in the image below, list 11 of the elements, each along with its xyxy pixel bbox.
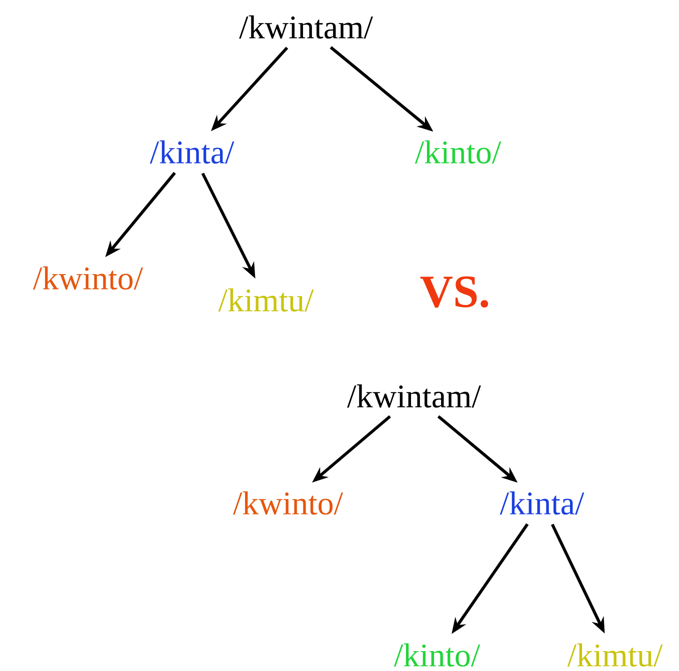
word-label: /kwinto/ [233,491,344,515]
word-label: /kwintam/ [239,15,373,39]
word-label: /kinta/ [500,491,584,515]
word-label: /kwintam/ [347,384,481,408]
word-label: /kimtu/ [567,643,663,667]
word-label: /kinta/ [150,140,234,164]
word-label: /kimtu/ [218,288,314,312]
vs-label: VS. [420,276,488,308]
word-label: /kwinto/ [33,266,144,290]
word-label: /kinto/ [394,643,480,667]
word-label: /kinto/ [414,140,502,164]
